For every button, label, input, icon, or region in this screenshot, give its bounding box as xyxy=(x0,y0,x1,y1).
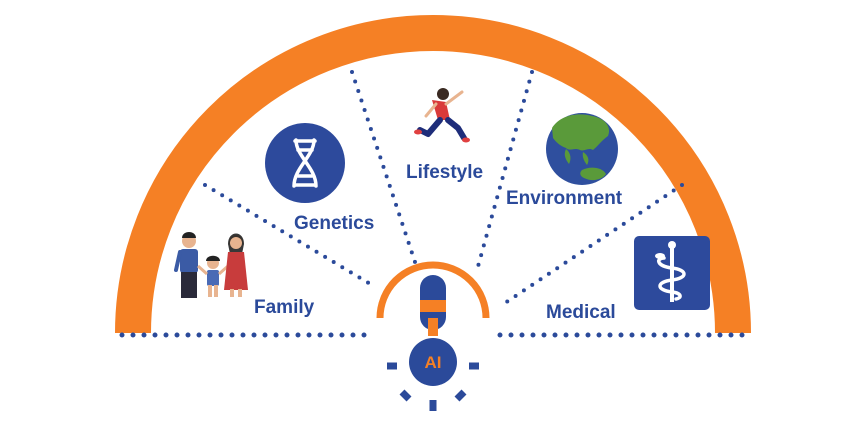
globe-icon xyxy=(546,113,618,185)
family-icon xyxy=(174,232,248,298)
label-family: Family xyxy=(254,297,315,318)
globe-land-asia xyxy=(552,114,610,151)
lightbulb-icon xyxy=(387,275,479,411)
divider-genetics-lifestyle xyxy=(350,70,417,264)
running-person-icon xyxy=(414,88,470,143)
dna-icon xyxy=(265,123,345,203)
label-lifestyle: Lifestyle xyxy=(406,162,483,183)
label-medical: Medical xyxy=(546,302,616,323)
bulb-rays xyxy=(387,362,479,411)
outer-arc xyxy=(115,15,751,334)
bulb-neck xyxy=(428,318,438,336)
globe-land-india xyxy=(564,149,571,164)
dna-helix xyxy=(292,138,318,188)
ai-label: AI xyxy=(425,353,442,372)
globe-land-seasia xyxy=(582,152,589,165)
caduceus-icon xyxy=(634,236,710,310)
caduceus-snake xyxy=(657,256,686,301)
radial-dividers xyxy=(203,70,684,305)
inner-arc xyxy=(376,261,490,319)
label-environment: Environment xyxy=(506,188,623,209)
bulb-capsule-band xyxy=(420,300,446,312)
globe-land-australia xyxy=(580,167,606,181)
bulb-circle xyxy=(409,338,457,386)
divider-lifestyle-environment xyxy=(475,70,534,272)
label-genetics: Genetics xyxy=(294,213,374,234)
